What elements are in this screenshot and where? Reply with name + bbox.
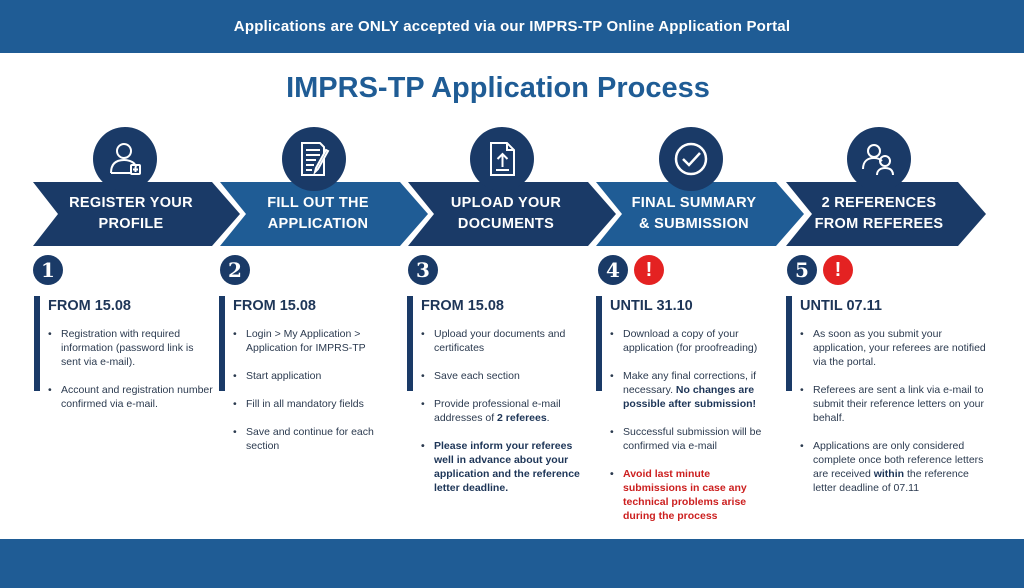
step-number-3: 3 bbox=[408, 255, 438, 285]
step-number-2: 2 bbox=[220, 255, 250, 285]
user-profile-icon bbox=[93, 127, 157, 191]
arrow-step-3 bbox=[408, 182, 616, 246]
banner-text: Applications are ONLY accepted via our I… bbox=[233, 18, 791, 35]
step-3-date: FROM 15.08 bbox=[421, 298, 504, 314]
top-banner: Applications are ONLY accepted via our I… bbox=[0, 0, 1024, 53]
list-item: Provide professional e-mail addresses of… bbox=[421, 397, 587, 425]
checkmark-icon bbox=[659, 127, 723, 191]
list-item: Please inform your referees well in adva… bbox=[421, 439, 587, 495]
alert-icon: ! bbox=[634, 255, 664, 285]
step-5-details: UNTIL 07.11 As soon as you submit your a… bbox=[786, 296, 986, 509]
list-item: Applications are only considered complet… bbox=[800, 439, 986, 495]
page-title: IMPRS-TP Application Process bbox=[286, 72, 710, 104]
list-item: Registration with required information (… bbox=[48, 327, 214, 369]
step-2-date: FROM 15.08 bbox=[233, 298, 316, 314]
list-item: Save each section bbox=[421, 369, 587, 383]
list-item: Save and continue for each section bbox=[233, 425, 399, 453]
step-4-date: UNTIL 31.10 bbox=[610, 298, 693, 314]
bottom-banner bbox=[0, 539, 1024, 588]
step-2-details: FROM 15.08 Login > My Application > Appl… bbox=[219, 296, 399, 467]
step-1-date: FROM 15.08 bbox=[48, 298, 131, 314]
arrow-step-1 bbox=[33, 182, 240, 246]
list-item: Account and registration number confirme… bbox=[48, 383, 214, 411]
document-edit-icon bbox=[282, 127, 346, 191]
step-4-details: UNTIL 31.10 Download a copy of your appl… bbox=[596, 296, 776, 537]
step-3-details: FROM 15.08 Upload your documents and cer… bbox=[407, 296, 587, 509]
list-item: Referees are sent a link via e-mail to s… bbox=[800, 383, 986, 425]
referees-icon bbox=[847, 127, 911, 191]
step-4-label: FINAL SUMMARY& SUBMISSION bbox=[631, 195, 757, 232]
step-number-5: 5 bbox=[787, 255, 817, 285]
list-item: Successful submission will be confirmed … bbox=[610, 425, 776, 453]
list-item: Fill in all mandatory fields bbox=[233, 397, 399, 411]
list-item: Start application bbox=[233, 369, 399, 383]
list-item: Make any final corrections, if necessary… bbox=[610, 369, 776, 411]
list-item: Login > My Application > Application for… bbox=[233, 327, 399, 355]
step-5-date: UNTIL 07.11 bbox=[800, 298, 882, 314]
list-item: Download a copy of your application (for… bbox=[610, 327, 776, 355]
list-item: As soon as you submit your application, … bbox=[800, 327, 986, 369]
arrow-step-4 bbox=[596, 182, 804, 246]
upload-document-icon bbox=[470, 127, 534, 191]
step-number-1: 1 bbox=[33, 255, 63, 285]
step-number-4: 4 bbox=[598, 255, 628, 285]
alert-icon: ! bbox=[823, 255, 853, 285]
arrow-step-5 bbox=[786, 182, 986, 246]
list-item: Avoid last minute submissions in case an… bbox=[610, 467, 776, 523]
arrow-step-2 bbox=[220, 182, 428, 246]
step-1-details: FROM 15.08 Registration with required in… bbox=[34, 296, 214, 425]
list-item: Upload your documents and certificates bbox=[421, 327, 587, 355]
